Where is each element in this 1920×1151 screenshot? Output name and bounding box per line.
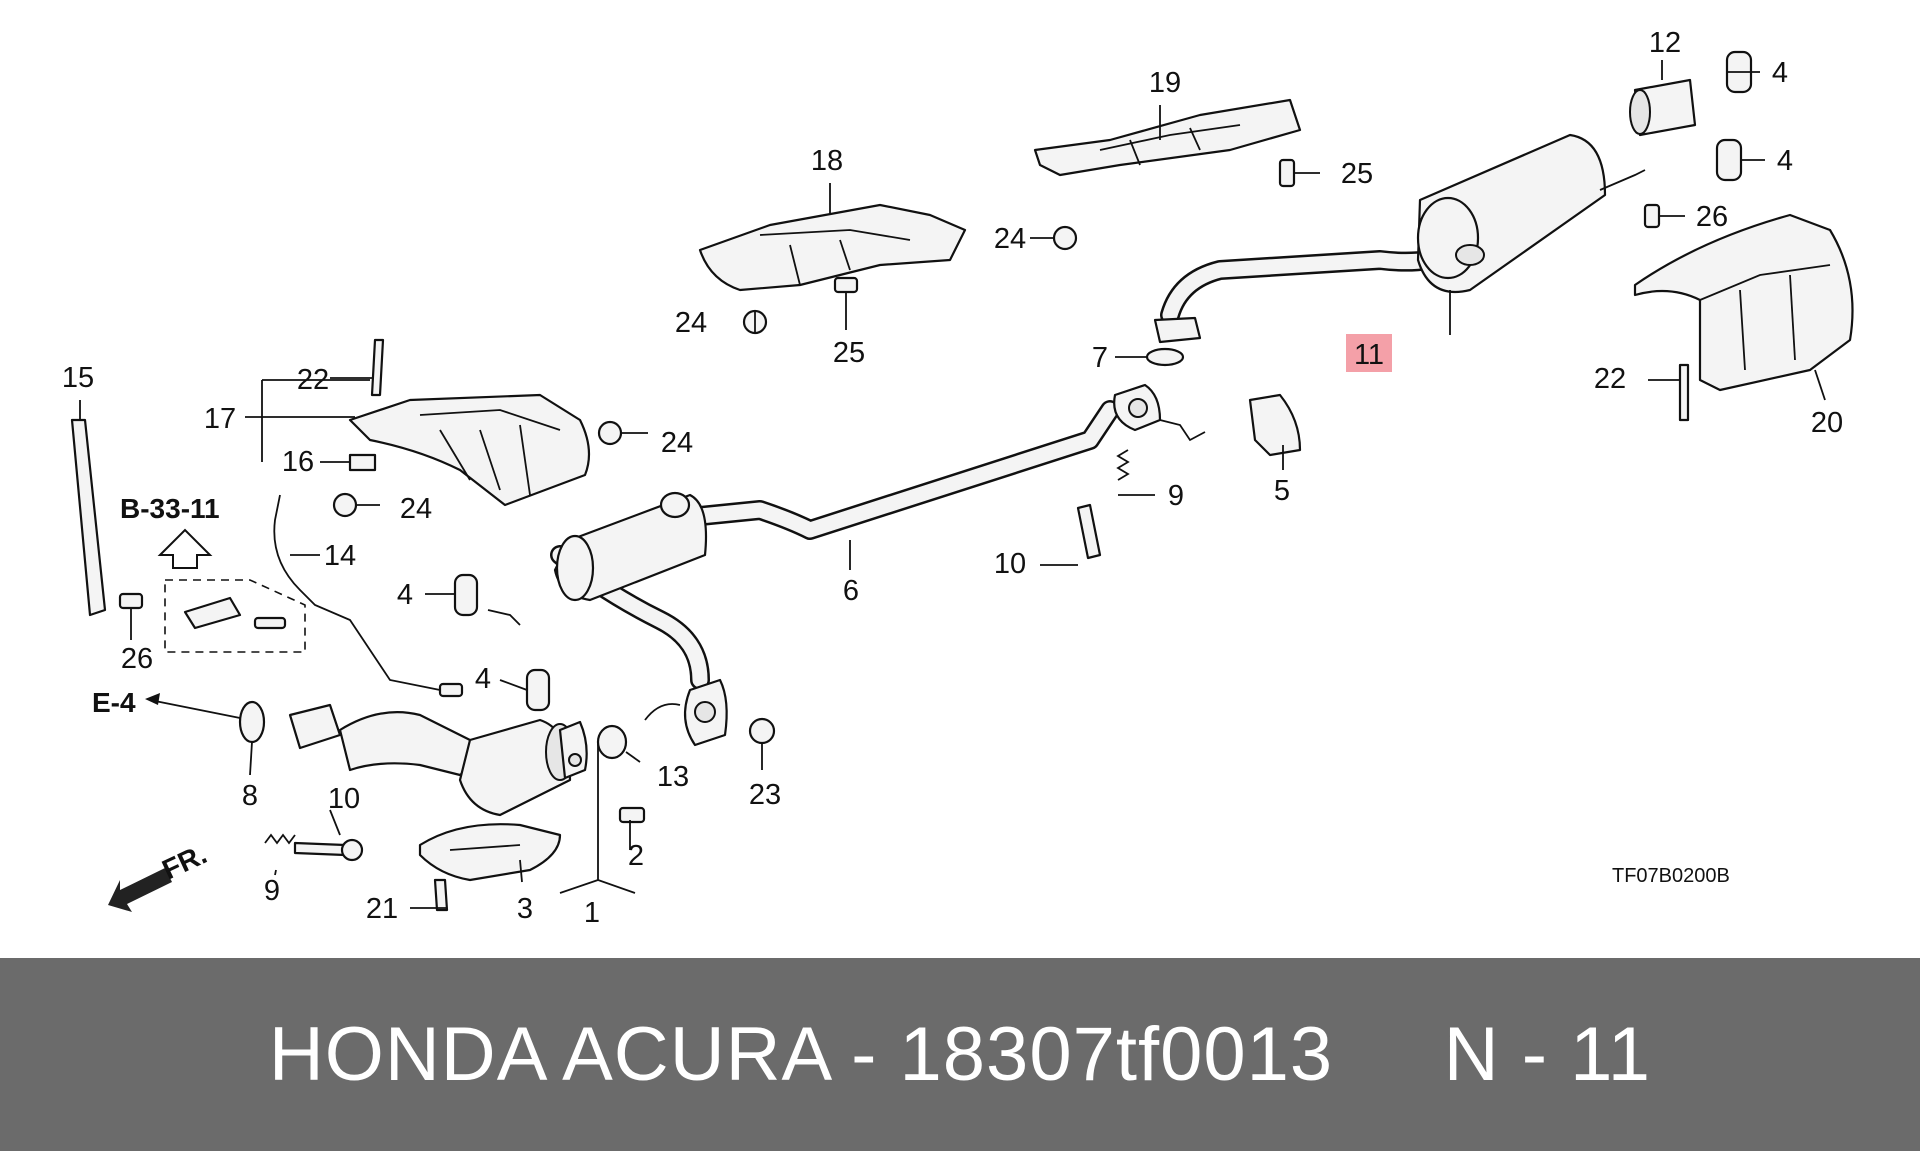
label-13: 13 [657,761,689,793]
label-3: 3 [517,893,533,925]
label-2: 2 [628,840,644,872]
label-4c: 4 [1772,57,1788,89]
caption-text: HONDA ACURA - 18307tf0013 N - 11 [269,1011,1651,1098]
label-4a: 4 [397,579,413,611]
label-17: 17 [204,403,236,435]
ref-e-4: E-4 [92,687,136,718]
converter-assembly [288,703,588,817]
label-22b: 22 [1594,363,1626,395]
ref-b-33-11: B-33-11 [120,493,220,524]
diagram-code: TF07B0200B [1612,865,1730,887]
rear-muffler-assembly [1153,133,1646,344]
caption-separator: - [828,1012,900,1097]
label-16: 16 [282,446,314,478]
leader-lines [79,60,1826,909]
label-26a: 26 [121,643,153,675]
label-12: 12 [1649,27,1681,59]
label-24a: 24 [661,427,693,459]
label-24b: 24 [400,493,432,525]
label-8: 8 [242,780,258,812]
label-9b: 9 [264,875,280,907]
label-5: 5 [1274,475,1290,507]
label-9a: 9 [1168,480,1184,512]
label-10a: 10 [994,548,1026,580]
label-18: 18 [811,145,843,177]
caption-brand: HONDA ACURA [268,1012,829,1097]
label-10b: 10 [328,783,360,815]
part-labels: 1 2 3 4 4 4 4 5 6 7 8 9 9 10 10 11 12 13… [62,27,1843,929]
part-11-highlight [1346,334,1392,372]
label-26b: 26 [1696,201,1728,233]
label-6: 6 [843,575,859,607]
caption-part-number: 18307tf0013 [899,1012,1334,1097]
label-14: 14 [324,540,356,572]
diagram-canvas: FR. 1 2 3 4 4 4 4 5 6 7 8 9 9 10 10 11 1… [62,27,1854,929]
front-direction-arrow: FR. [108,838,211,912]
label-21: 21 [366,893,398,925]
label-15: 15 [62,362,94,394]
label-4d: 4 [1777,145,1793,177]
label-7: 7 [1092,342,1108,374]
label-24d: 24 [994,223,1026,255]
label-11: 11 [1354,339,1384,371]
label-20: 20 [1811,407,1843,439]
label-24c: 24 [675,307,707,339]
caption-item: N - 11 [1443,1012,1652,1097]
label-23: 23 [749,779,781,811]
small-parts [70,50,1753,912]
label-22a: 22 [297,364,329,396]
caption-gap [1333,1012,1444,1097]
label-25b: 25 [1341,158,1373,190]
label-1: 1 [584,897,600,929]
middle-pipe-assembly [487,383,1206,747]
caption-bar: HONDA ACURA - 18307tf0013 N - 11 [0,958,1920,1151]
label-4b: 4 [475,663,491,695]
heat-shields [348,98,1854,882]
exhaust-parts-diagram: FR. 1 2 3 4 4 4 4 5 6 7 8 9 9 10 10 11 1… [61,27,1854,929]
label-25a: 25 [833,337,865,369]
label-19: 19 [1149,67,1181,99]
